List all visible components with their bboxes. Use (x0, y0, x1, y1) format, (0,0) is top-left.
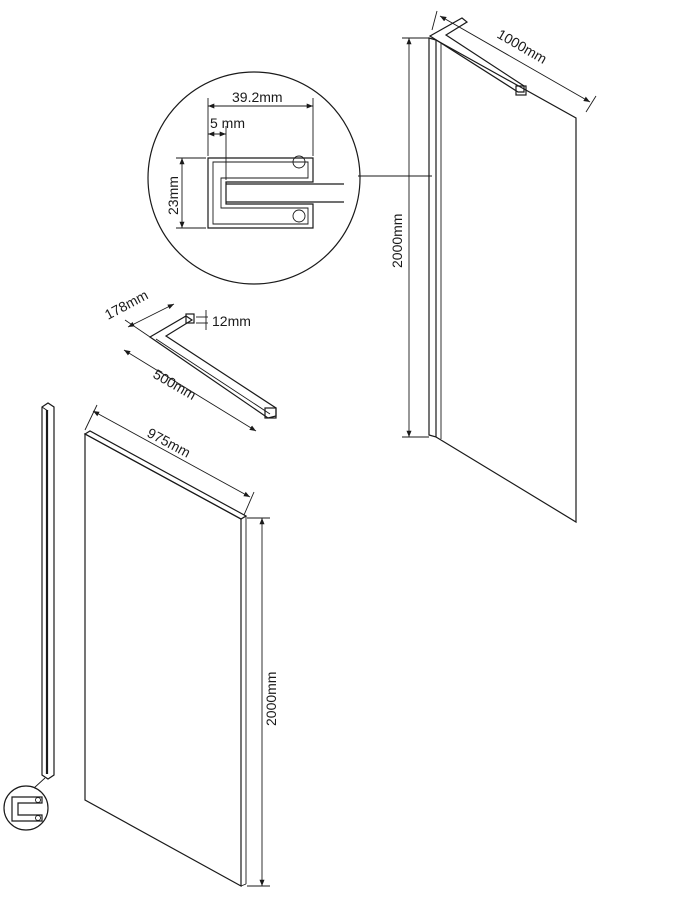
installed-glass-panel (435, 39, 577, 524)
dimension-1000mm: 1000mm (431, 10, 597, 113)
dim-label-profile-height: 23mm (165, 176, 181, 215)
dimension-5mm: 5 mm (208, 115, 245, 180)
support-arm-view: 178mm 12mm 500mm (102, 287, 277, 432)
dimension-2000mm-panel: 2000mm (247, 517, 279, 887)
dimension-39-2mm: 39.2mm (207, 89, 314, 156)
installed-wall-profile (428, 37, 437, 438)
dimension-23mm: 23mm (165, 157, 206, 229)
dim-label-lip: 5 mm (210, 115, 245, 131)
dim-label-installed-height: 2000mm (389, 214, 405, 268)
dim-label-profile-width: 39.2mm (232, 89, 283, 105)
profile-end-circle (3, 785, 49, 831)
profile-end-detail (3, 777, 49, 831)
support-arm-body (148, 315, 277, 419)
glass-panel-face (84, 432, 242, 888)
wall-profile-view (3, 402, 55, 831)
dim-label-arm-depth: 178mm (102, 287, 151, 323)
glass-section (226, 183, 344, 203)
dimension-975mm: 975mm (84, 404, 255, 516)
dim-label-arm-length: 500mm (151, 366, 199, 403)
dimension-2000mm-installed: 2000mm (389, 37, 429, 438)
wall-profile-section (207, 155, 314, 229)
detail-circle (147, 71, 361, 285)
dimension-12mm: 12mm (196, 310, 251, 330)
dim-label-arm-thickness: 12mm (212, 313, 251, 329)
dimension-500mm: 500mm (123, 349, 257, 432)
installed-panel-view: 1000mm 2000mm (389, 10, 597, 524)
dim-label-installed-width: 1000mm (495, 26, 550, 67)
profile-detail-callout: 39.2mm 5 mm 23mm (147, 71, 432, 285)
glass-panel-view: 975mm 2000mm (83, 404, 279, 888)
installed-support-arm (428, 17, 527, 96)
dim-label-panel-height: 2000mm (263, 672, 279, 726)
dim-label-panel-width: 975mm (145, 425, 194, 461)
